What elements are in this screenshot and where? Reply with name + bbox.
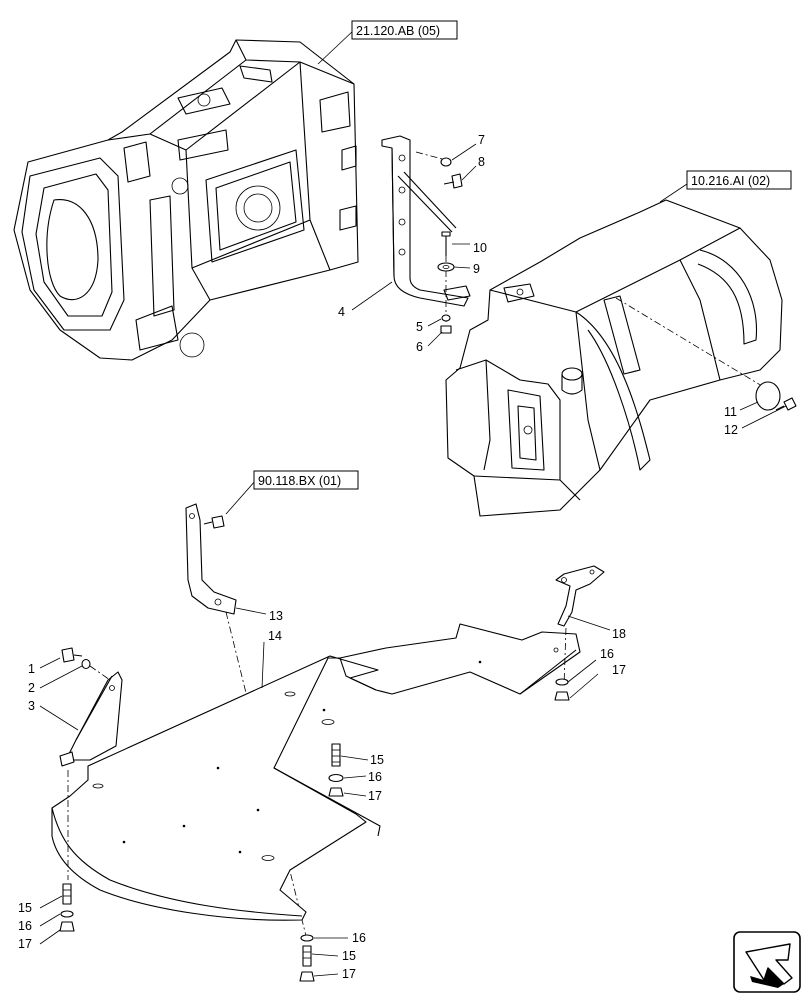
washer-16-center [328, 773, 344, 783]
callout-5: 5 [416, 320, 423, 334]
nut-17-right [554, 691, 570, 701]
callout-17-left: 17 [18, 937, 32, 951]
callout-8: 8 [478, 155, 485, 169]
callout-17-center: 17 [368, 789, 382, 803]
ref-transmission[interactable]: 21.120.AB (05) [317, 20, 458, 65]
bracket-3 [59, 671, 123, 767]
callout-4: 4 [338, 305, 345, 319]
callout-17-bottom: 17 [342, 967, 356, 981]
callout-3: 3 [28, 699, 35, 713]
bracket-18 [555, 565, 605, 627]
washer-16-left [60, 910, 74, 918]
washer-7 [440, 157, 452, 167]
callout-2: 2 [28, 681, 35, 695]
washer-16-bottom [300, 934, 314, 942]
stud-15-center [331, 743, 341, 767]
nut-17-left [59, 921, 75, 932]
bracket-4 [381, 135, 471, 322]
bolt-12 [775, 397, 797, 411]
stud-15-left [62, 883, 72, 905]
bolt-1 [61, 647, 83, 663]
callout-6: 6 [416, 340, 423, 354]
callout-9: 9 [473, 262, 480, 276]
cap-11 [755, 381, 781, 411]
callout-14: 14 [268, 629, 282, 643]
callout-15-left: 15 [18, 901, 32, 915]
callout-11: 11 [724, 405, 737, 419]
nut-17-bottom [299, 971, 315, 982]
ref-fuel-tank-text: 10.216.AI (02) [691, 174, 770, 188]
callout-16-right: 16 [600, 647, 614, 661]
callout-17-right: 17 [612, 663, 626, 677]
nut-17-center [328, 787, 344, 797]
bolt-10 [441, 231, 451, 256]
ref-fuel-tank[interactable]: 10.216.AI (02) [659, 170, 792, 203]
callout-13: 13 [269, 609, 283, 623]
callout-16-bottom: 16 [352, 931, 366, 945]
callout-15-center: 15 [370, 753, 384, 767]
shield-plate-14 [51, 623, 581, 921]
ref-shield-text: 90.118.BX (01) [258, 474, 341, 488]
callout-18: 18 [612, 627, 626, 641]
stud-15-bottom [302, 945, 312, 967]
callout-15-bottom: 15 [342, 949, 356, 963]
washer-2 [81, 658, 111, 681]
callout-12: 12 [724, 423, 738, 437]
callout-1: 1 [28, 662, 35, 676]
callouts: 7 8 10 9 4 5 6 11 12 13 14 18 16 [18, 133, 787, 981]
bolt-8 [443, 173, 463, 189]
nut-5-6 [440, 314, 452, 334]
callout-10: 10 [473, 241, 487, 255]
callout-16-left: 16 [18, 919, 32, 933]
callout-16-center: 16 [368, 770, 382, 784]
washer-9 [437, 262, 455, 272]
fuel-tank [445, 199, 783, 517]
ref-shield[interactable]: 90.118.BX (01) [225, 470, 359, 515]
ref-transmission-text: 21.120.AB (05) [356, 24, 440, 38]
washer-16-right [555, 678, 569, 686]
callout-7: 7 [478, 133, 485, 147]
arrow-down-left-icon[interactable] [733, 931, 801, 993]
transmission-housing [13, 39, 359, 361]
